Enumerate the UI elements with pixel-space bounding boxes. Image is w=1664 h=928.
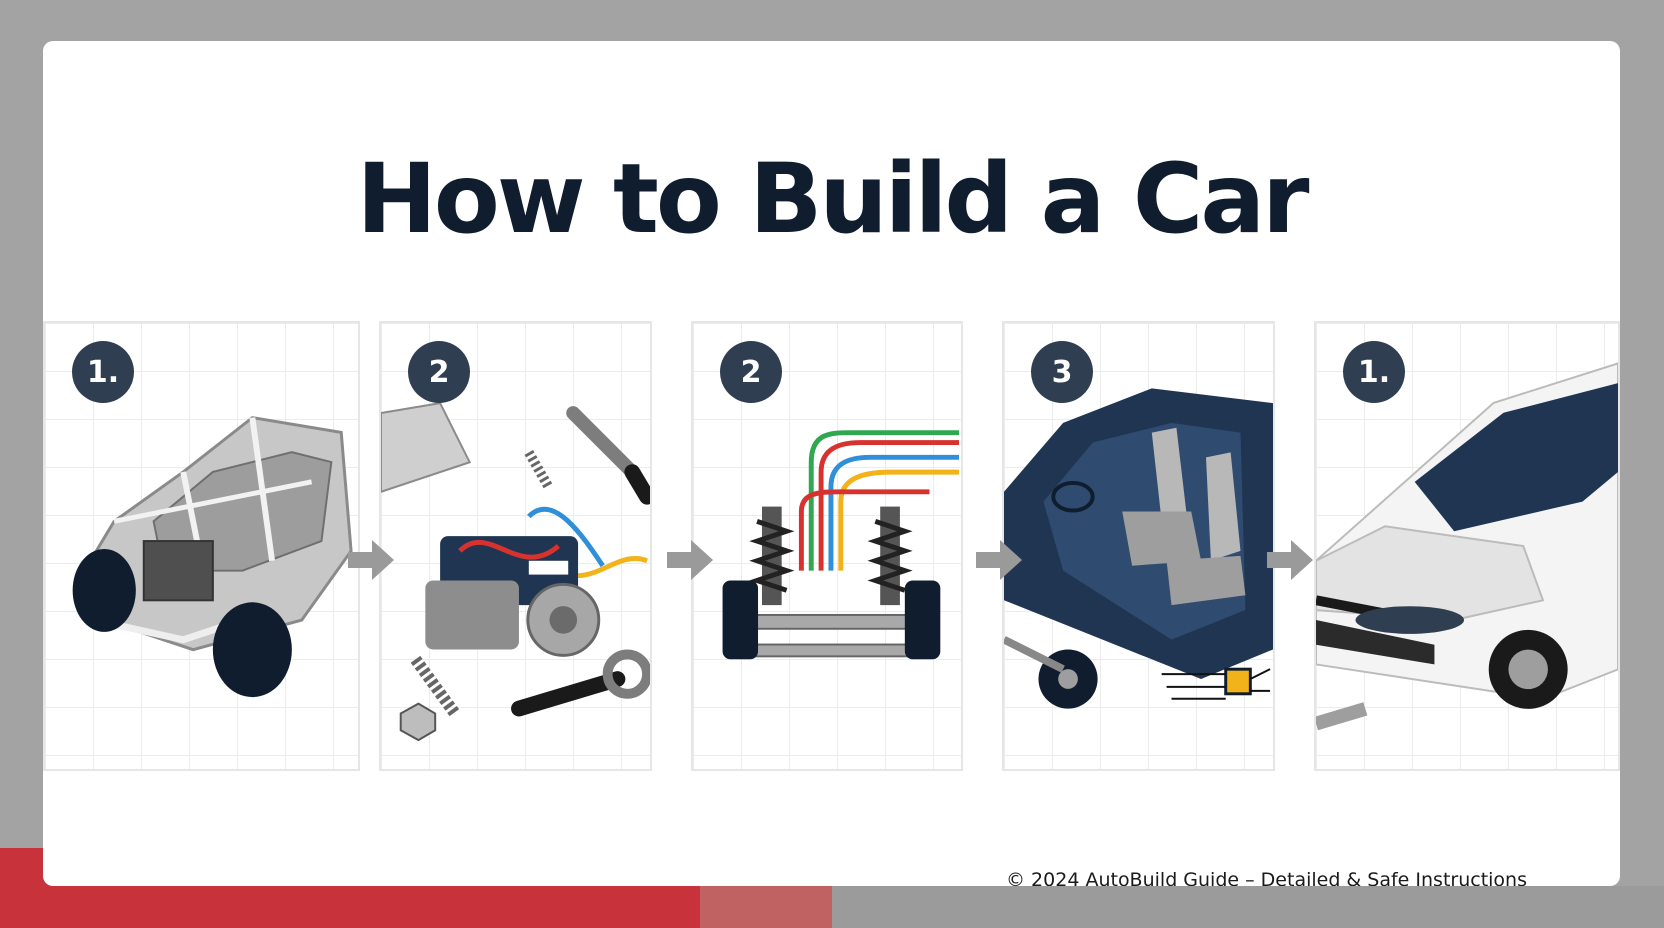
gray-accent-bar <box>832 886 1664 928</box>
step-badge-4: 3 <box>1031 341 1093 403</box>
step-badge-3: 2 <box>720 341 782 403</box>
arrow-right-icon <box>1267 540 1313 580</box>
chassis-wiring-icon <box>722 430 960 660</box>
arrow-right-icon <box>976 540 1022 580</box>
step-panel-3: 2 <box>691 321 963 771</box>
step-panel-4: 3 <box>1002 321 1275 771</box>
infographic-card: How to Build a Car 1. 2 <box>43 41 1620 886</box>
step-badge-5: 1. <box>1343 341 1405 403</box>
finished-car-icon <box>1316 362 1618 731</box>
arrow-right-icon <box>667 540 713 580</box>
engine-and-tools-icon <box>381 402 650 742</box>
interior-seats-icon <box>1004 388 1273 709</box>
step-badge-2: 2 <box>408 341 470 403</box>
pink-accent-bar <box>700 886 832 928</box>
page-title: How to Build a Car <box>356 143 1310 255</box>
step-badge-1: 1. <box>72 341 134 403</box>
step-panel-2: 2 <box>379 321 652 771</box>
arrow-right-icon <box>348 540 394 580</box>
car-frame-icon <box>72 416 353 698</box>
footer-copyright: © 2024 AutoBuild Guide – Detailed & Safe… <box>1006 869 1527 886</box>
step-panel-5: 1. <box>1314 321 1620 771</box>
step-panel-1: 1. <box>43 321 360 771</box>
